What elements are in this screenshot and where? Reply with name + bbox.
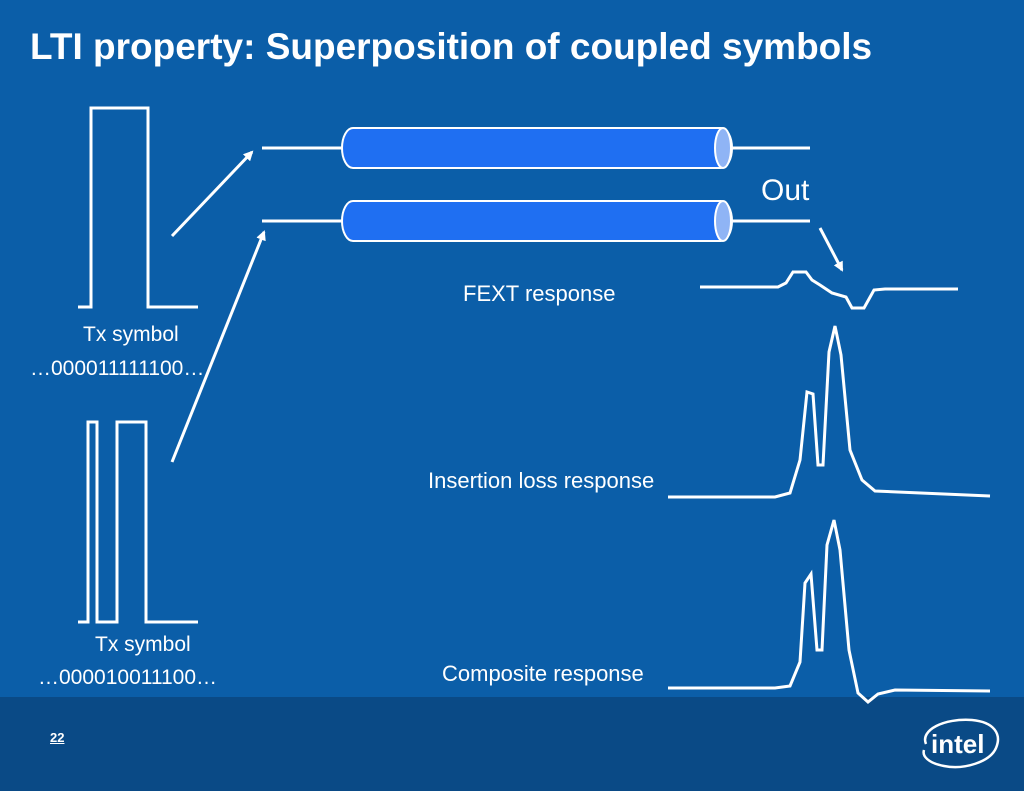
out-arrow [818, 227, 844, 272]
cable-1 [341, 127, 733, 169]
cable-2 [341, 200, 733, 242]
slide-title: LTI property: Superposition of coupled s… [30, 26, 873, 67]
intel-logo-text: intel [931, 729, 984, 759]
fext-response-waveform [700, 270, 958, 310]
composite-response-waveform [668, 519, 991, 704]
intel-logo: intel [922, 718, 1000, 769]
tx-symbol-2-waveform [78, 420, 198, 624]
arrow-tx2-to-cable [170, 230, 266, 463]
insertion-loss-label: Insertion loss response [428, 468, 655, 493]
tx-symbol-1-bits: …000011111100… [30, 357, 205, 380]
out-label: Out [761, 174, 810, 207]
page-number: 22 [50, 730, 65, 745]
arrow-tx1-to-cable [170, 150, 254, 238]
footer-bar [0, 697, 1024, 791]
fext-response-label: FEXT response [463, 281, 616, 306]
tx-symbol-1-label: Tx symbol [83, 323, 179, 346]
cable-2-end [714, 200, 732, 242]
composite-response-label: Composite response [442, 661, 644, 686]
tx-symbol-2-bits: …000010011100… [38, 666, 218, 689]
tx-symbol-1-waveform [78, 106, 198, 309]
insertion-loss-waveform [668, 325, 991, 499]
tx-symbol-2-label: Tx symbol [95, 633, 191, 656]
cable-1-end [714, 127, 732, 169]
